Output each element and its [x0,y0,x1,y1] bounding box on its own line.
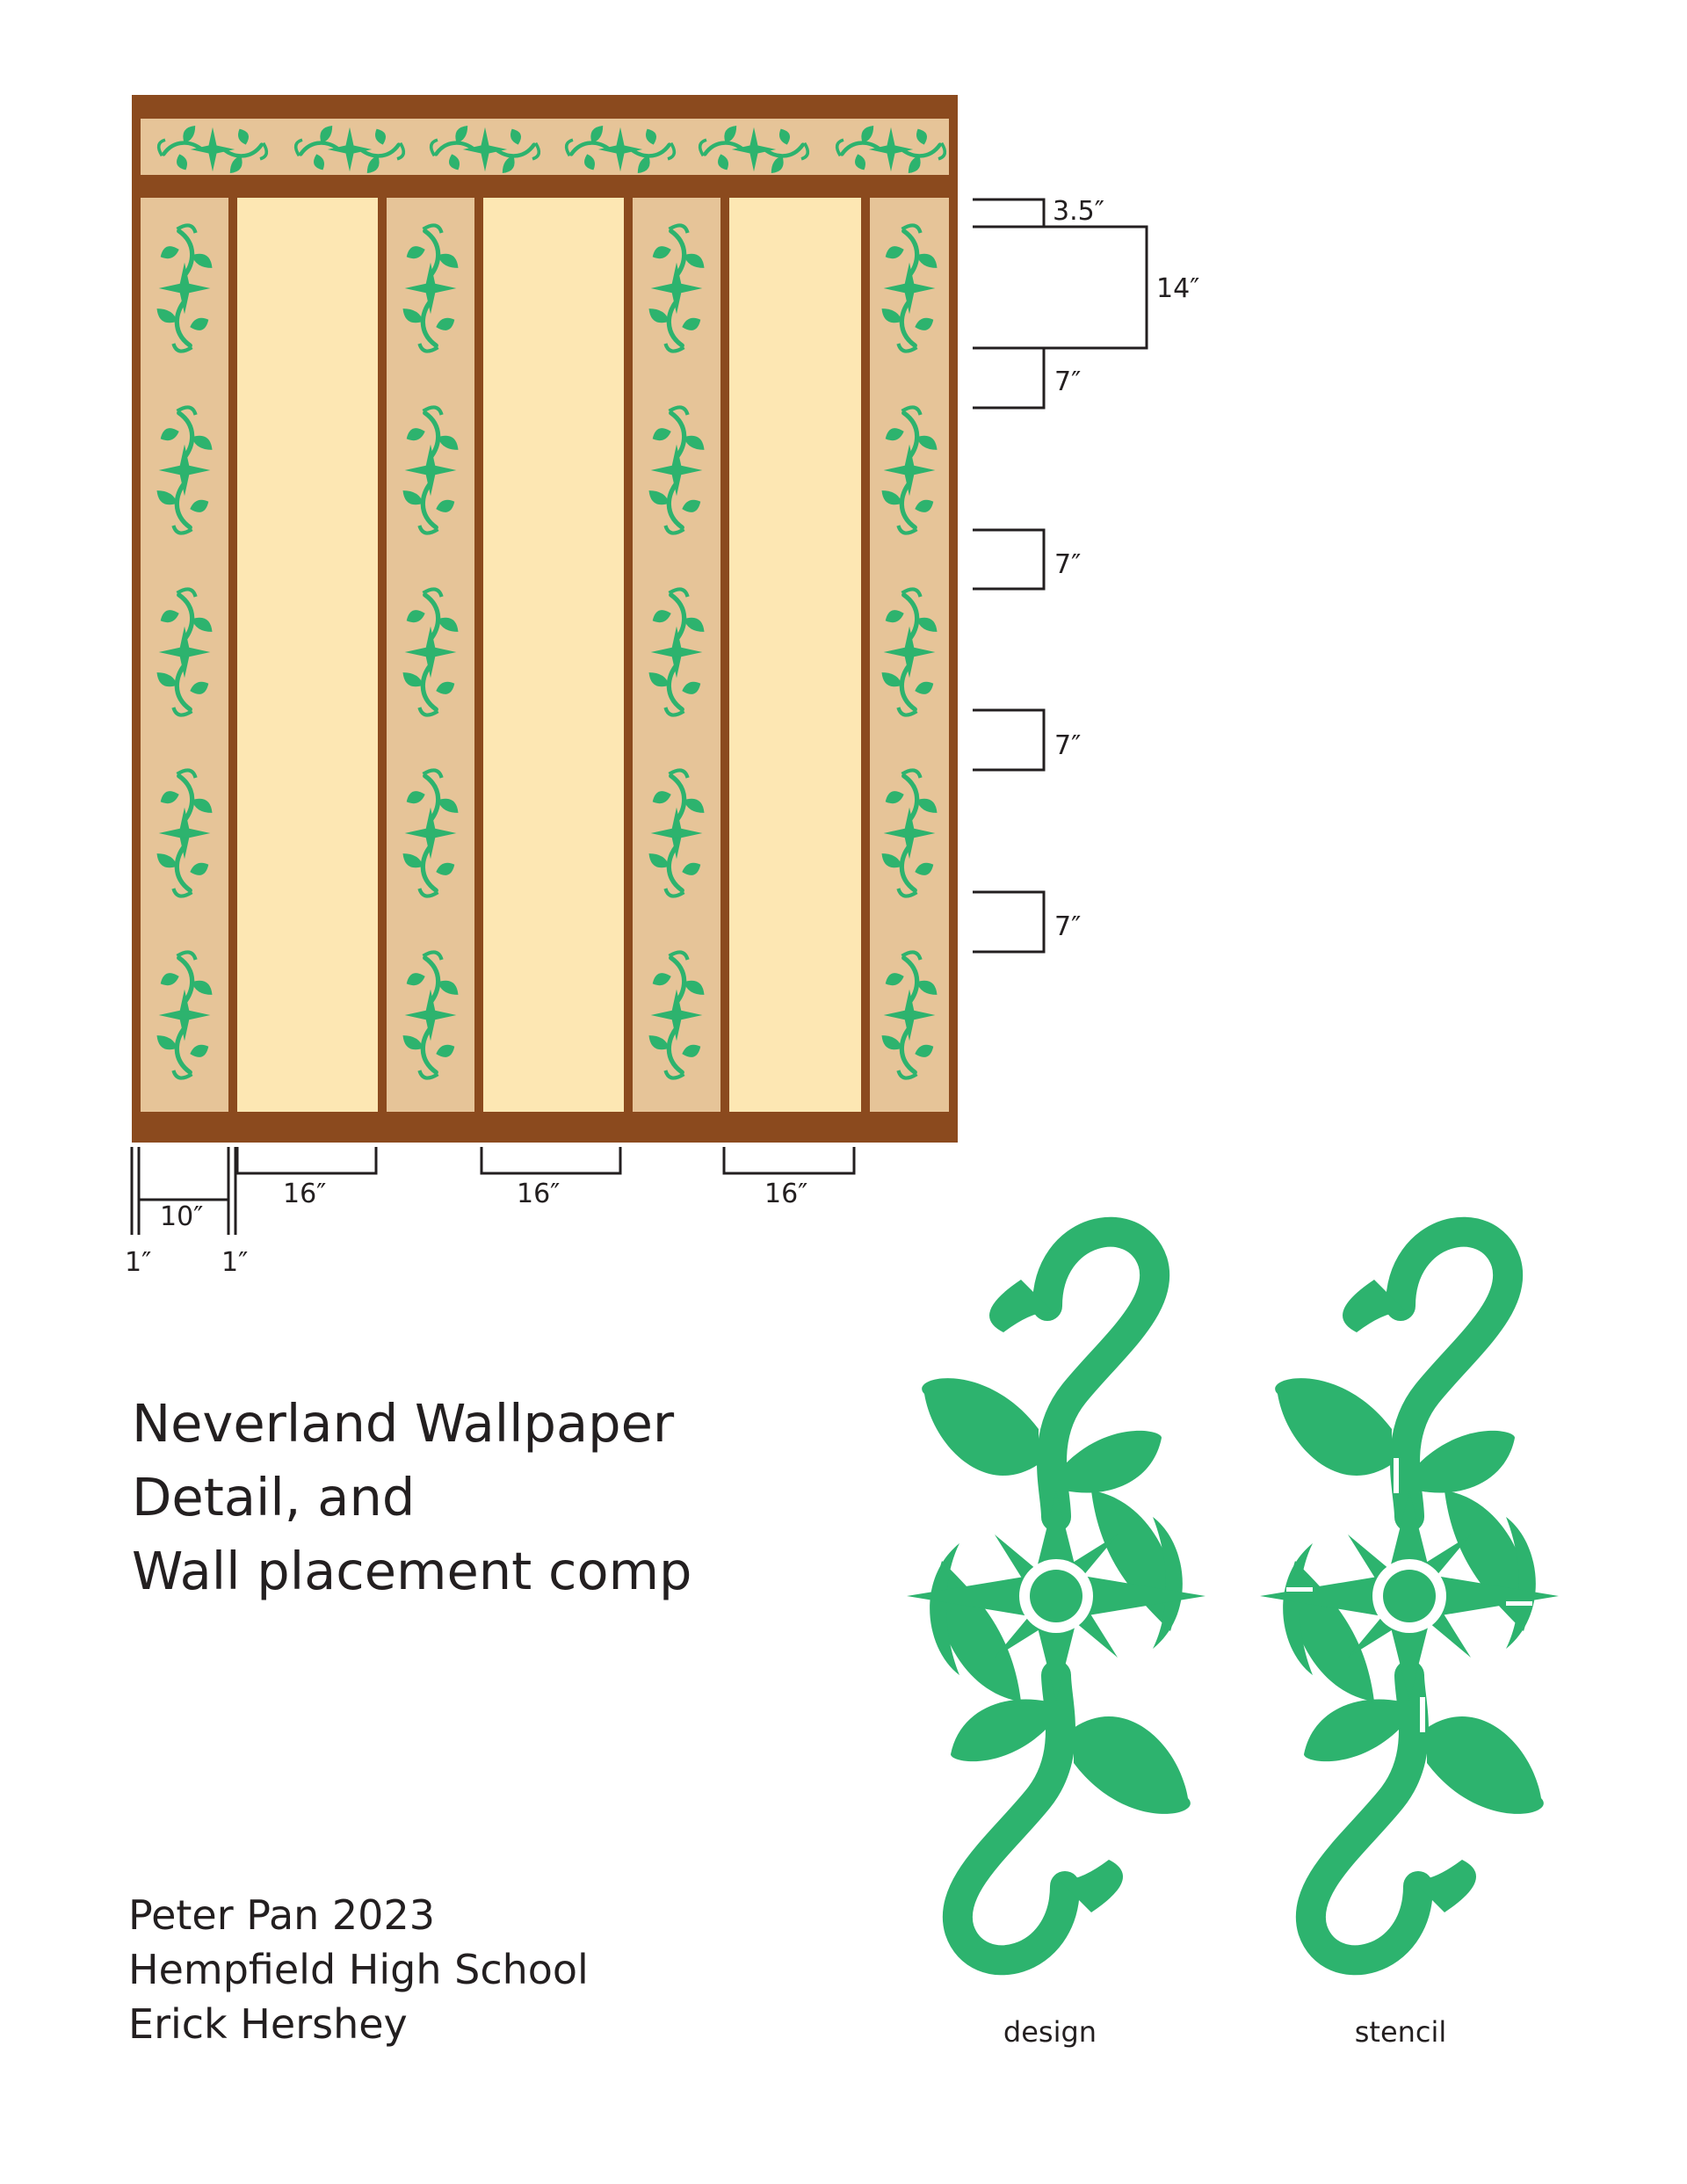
credit-production: Peter Pan 2023 [128,1891,435,1939]
dim-label-16a: 16″ [283,1179,326,1209]
dim-label-10: 10″ [160,1201,203,1232]
dim-label-1a: 1″ [125,1247,151,1278]
credit-designer: Erick Hershey [128,2000,408,2048]
dim-label-16c: 16″ [764,1179,807,1209]
credit-block: Peter Pan 2023 Hempfield High School Eri… [128,1888,589,2051]
stencil-ornament-icon [1260,1232,1559,1961]
dim-label-7a: 7″ [1054,366,1081,397]
vertical-dimensions: 3.5″ 14″ 7″ 7″ 7″ 7″ [973,196,1199,954]
title-line-2: Detail, and [132,1467,416,1527]
stencil-caption: stencil [1354,2015,1447,2049]
top-border-panel [141,119,949,175]
horizontal-dimensions: 10″ 16″ 16″ 16″ 1″ 1″ [125,1147,856,1278]
field-panel-1 [237,198,378,1112]
title-line-1: Neverland Wallpaper [132,1393,675,1454]
dim-label-16b: 16″ [517,1179,560,1209]
field-panel-2 [483,198,624,1112]
title-block: Neverland Wallpaper Detail, and Wall pla… [132,1387,692,1608]
dim-label-3-5: 3.5″ [1053,196,1104,227]
design-ornament-icon [907,1232,1206,1961]
dim-label-14: 14″ [1156,273,1199,304]
credit-school: Hempfield High School [128,1946,589,1993]
title-line-3: Wall placement comp [132,1541,692,1601]
field-panel-3 [729,198,861,1112]
dim-label-7d: 7″ [1054,911,1081,942]
dim-label-7b: 7″ [1054,549,1081,580]
design-caption: design [1003,2015,1097,2049]
dim-label-1b: 1″ [221,1247,248,1278]
dim-label-7c: 7″ [1054,730,1081,761]
